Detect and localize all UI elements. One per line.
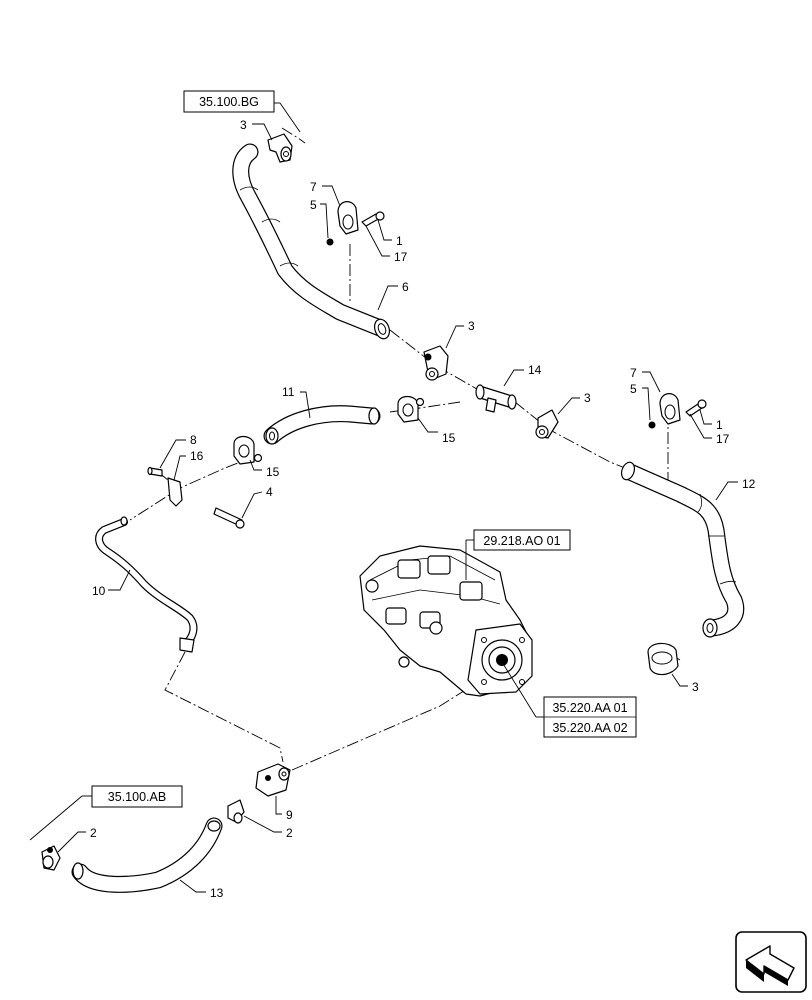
callout-3-mid: 3 bbox=[468, 319, 475, 333]
hose-12 bbox=[620, 461, 745, 638]
callout-11: 11 bbox=[282, 385, 295, 399]
callout-17-top: 17 bbox=[394, 250, 408, 264]
clamp-15-upper bbox=[397, 395, 425, 423]
clamp-assembly-right bbox=[648, 393, 707, 429]
callout-16: 16 bbox=[190, 449, 204, 463]
clamp-assembly-top bbox=[326, 201, 385, 246]
callout-2-left: 2 bbox=[90, 826, 97, 840]
hose-fitting-3-mid bbox=[423, 345, 449, 381]
fitting-9 bbox=[255, 763, 291, 797]
callout-10: 10 bbox=[92, 584, 106, 598]
hose-13 bbox=[71, 817, 223, 893]
callout-5-top: 5 bbox=[310, 198, 317, 212]
clamp-15-lower bbox=[233, 435, 263, 465]
tube-10 bbox=[95, 516, 198, 653]
hose-fitting-3-right bbox=[535, 409, 559, 439]
callout-1-top: 1 bbox=[396, 234, 403, 248]
callout-8: 8 bbox=[190, 433, 197, 447]
ref-box-35-100-ab[interactable] bbox=[91, 785, 183, 808]
callout-numbers: 3 7 5 1 17 6 3 14 11 15 3 7 5 1 17 8 16 … bbox=[90, 118, 756, 900]
callout-15-upper: 15 bbox=[442, 431, 456, 445]
ref-35-220-aa-01[interactable]: 35.220.AA 01 bbox=[552, 701, 627, 715]
ref-35-220-aa-02[interactable]: 35.220.AA 02 bbox=[552, 721, 627, 735]
callout-3-top: 3 bbox=[240, 118, 247, 132]
callout-leaders bbox=[57, 123, 738, 893]
callout-1-right: 1 bbox=[716, 418, 723, 432]
callout-7-right: 7 bbox=[630, 366, 637, 380]
ref-29-218-ao-01[interactable]: 29.218.AO 01 bbox=[483, 534, 560, 548]
tee-fitting-14 bbox=[475, 384, 517, 413]
callout-14: 14 bbox=[528, 363, 542, 377]
callout-2-center: 2 bbox=[286, 826, 293, 840]
callout-13: 13 bbox=[210, 886, 224, 900]
callout-5-right: 5 bbox=[630, 382, 637, 396]
callout-7-top: 7 bbox=[310, 180, 317, 194]
hose-11 bbox=[263, 405, 381, 445]
callout-4: 4 bbox=[266, 485, 273, 499]
fitting-2-center bbox=[227, 799, 245, 824]
ref-35-100-ab[interactable]: 35.100.AB bbox=[108, 790, 166, 804]
hose-fitting-3-bottom bbox=[647, 642, 679, 676]
callout-12: 12 bbox=[742, 477, 756, 491]
callout-9: 9 bbox=[286, 808, 293, 822]
hydraulic-pump bbox=[359, 545, 533, 697]
fitting-2-left bbox=[41, 845, 61, 871]
callout-3-right: 3 bbox=[584, 391, 591, 405]
hose-fitting-3-top bbox=[267, 133, 293, 163]
callout-3-bottom: 3 bbox=[692, 680, 699, 694]
ref-35-100-bg[interactable]: 35.100.BG bbox=[199, 95, 259, 109]
center-lines bbox=[129, 127, 681, 771]
ref-box-35-100-bg[interactable] bbox=[183, 90, 275, 113]
reference-labels: 35.100.BG 29.218.AO 01 35.220.AA 01 35.2… bbox=[29, 90, 637, 841]
next-page-arrow-icon[interactable] bbox=[735, 931, 807, 993]
callout-6: 6 bbox=[402, 280, 409, 294]
callout-15-lower: 15 bbox=[266, 465, 280, 479]
callout-17-right: 17 bbox=[716, 432, 730, 446]
hose-6 bbox=[232, 143, 391, 340]
mount-hardware bbox=[147, 466, 245, 529]
